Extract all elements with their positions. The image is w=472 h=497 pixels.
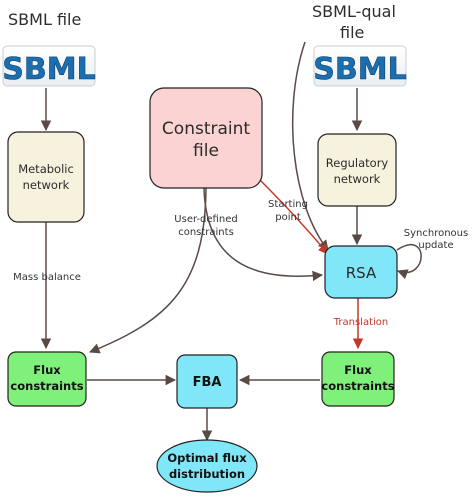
- label-starting-line1: Starting: [268, 199, 308, 210]
- label-synchronous-line2: update: [418, 240, 453, 251]
- edge-constraint-userdefined-to-rsa: [203, 187, 324, 282]
- regulatory-line1: Regulatory: [326, 156, 389, 170]
- constraint-file-line1: Constraint: [162, 119, 250, 139]
- label-mass-balance: Mass balance: [13, 272, 81, 283]
- node-rsa: RSA: [324, 245, 398, 299]
- label-starting-line2: point: [275, 212, 301, 223]
- node-flux-constraints-right: Flux constraints: [321, 351, 395, 407]
- metabolic-line2: network: [23, 178, 70, 192]
- edge-rsa-self-loop: [396, 243, 422, 280]
- label-translation: Translation: [333, 317, 389, 328]
- regulatory-line2: network: [334, 172, 381, 186]
- sbml-qual-title-line1: SBML-qual: [312, 2, 396, 21]
- flux-right-line1: Flux: [344, 363, 372, 377]
- node-metabolic-network: Metabolic network: [7, 131, 85, 223]
- sbml-file-title: SBML file: [8, 10, 81, 29]
- sbml-logo-left: SBML: [2, 45, 96, 87]
- label-user-defined-line1: User-defined: [174, 214, 237, 225]
- rsa-label: RSA: [346, 264, 377, 282]
- label-user-defined-line2: constraints: [178, 227, 234, 238]
- edge-sbmlqual-start-to-rsa: [291, 41, 329, 251]
- node-constraint-file: Constraint file: [149, 87, 263, 189]
- optimal-line1: Optimal flux: [167, 451, 247, 465]
- metabolic-line1: Metabolic: [18, 162, 74, 176]
- edge-constraint-to-rsa: [259, 179, 329, 255]
- flux-left-line2: constraints: [10, 379, 83, 393]
- label-synchronous-line1: Synchronous: [404, 228, 468, 239]
- sbml-qual-title-line2: file: [340, 23, 364, 42]
- optimal-line2: distribution: [169, 467, 245, 481]
- node-regulatory-network: Regulatory network: [317, 133, 397, 207]
- constraint-file-line2: file: [193, 141, 219, 161]
- node-flux-constraints-left: Flux constraints: [7, 351, 87, 407]
- edge-constraint-to-flux-left: [89, 187, 207, 354]
- fba-label: FBA: [193, 375, 222, 390]
- sbml-logo-left-text: SBML: [2, 52, 95, 87]
- node-fba: FBA: [176, 354, 238, 409]
- node-optimal-flux: Optimal flux distribution: [156, 439, 258, 493]
- flux-right-line2: constraints: [321, 379, 394, 393]
- sbml-logo-right: SBML: [313, 45, 407, 87]
- sbml-logo-right-text: SBML: [313, 52, 406, 87]
- flux-left-line1: Flux: [33, 363, 61, 377]
- edges: [40, 41, 422, 442]
